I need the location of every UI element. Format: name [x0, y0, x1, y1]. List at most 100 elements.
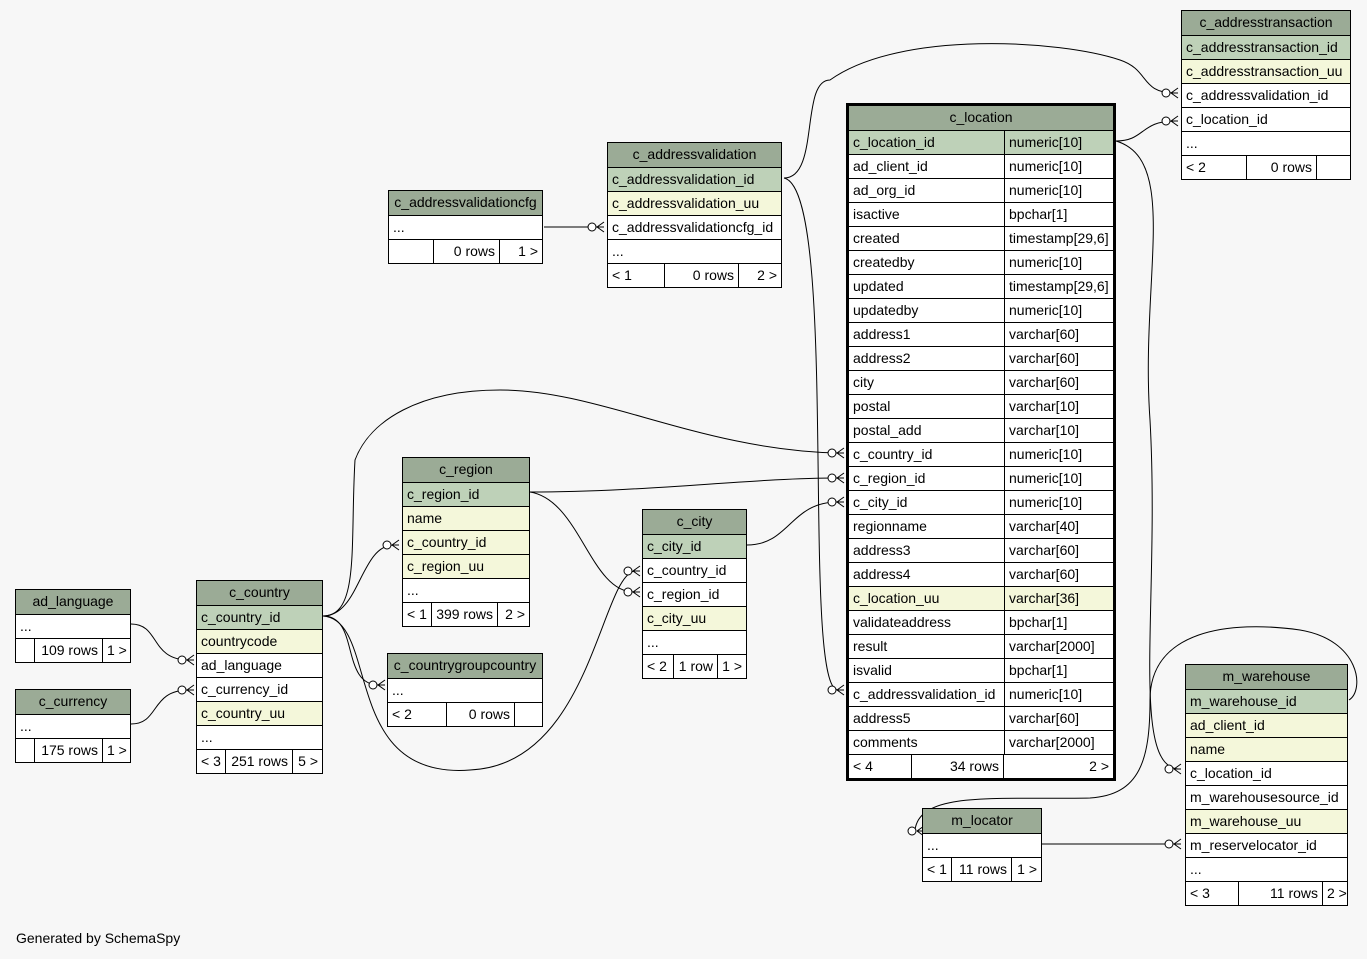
- more-columns-row[interactable]: ...: [16, 714, 130, 738]
- children-count[interactable]: [1316, 156, 1350, 179]
- table-header[interactable]: c_country: [197, 581, 322, 605]
- column-row[interactable]: c_region_id: [643, 582, 746, 606]
- column-row[interactable]: c_country_id: [403, 530, 529, 554]
- column-row[interactable]: c_country_uu: [197, 701, 322, 725]
- column-row[interactable]: m_warehouse_uu: [1186, 809, 1347, 833]
- children-count[interactable]: 1 >: [499, 240, 542, 263]
- column-row[interactable]: m_reservelocator_id: [1186, 833, 1347, 857]
- children-count[interactable]: 2 >: [1003, 755, 1113, 778]
- column-row[interactable]: c_addressvalidation_id: [608, 167, 781, 191]
- column-row[interactable]: m_warehouse_id: [1186, 689, 1347, 713]
- table-header[interactable]: c_location: [849, 106, 1113, 130]
- table-header[interactable]: c_countrygroupcountry: [388, 654, 542, 678]
- table-header[interactable]: m_locator: [923, 809, 1041, 833]
- children-count[interactable]: 2 >: [1322, 882, 1347, 905]
- table-header[interactable]: c_addresstransaction: [1182, 11, 1350, 35]
- column-row[interactable]: c_location_id: [1182, 107, 1350, 131]
- column-row[interactable]: c_country_id: [197, 605, 322, 629]
- more-columns-row[interactable]: ...: [389, 215, 542, 239]
- more-columns-row[interactable]: ...: [1182, 131, 1350, 155]
- column-row[interactable]: c_city_id: [643, 534, 746, 558]
- parents-count[interactable]: < 2: [1186, 159, 1206, 175]
- parents-count[interactable]: < 2: [647, 658, 667, 674]
- column-row[interactable]: c_addresstransaction_id: [1182, 35, 1350, 59]
- table-header[interactable]: c_currency: [16, 690, 130, 714]
- column-row[interactable]: ad_client_id: [1186, 713, 1347, 737]
- parents-count[interactable]: [389, 240, 433, 263]
- more-columns-row[interactable]: ...: [388, 678, 542, 702]
- parents-count[interactable]: [16, 739, 34, 762]
- column-row[interactable]: c_addressvalidationcfg_id: [608, 215, 781, 239]
- parents-count[interactable]: [16, 639, 34, 662]
- children-count[interactable]: 5 >: [292, 750, 322, 773]
- column-row[interactable]: countrycode: [197, 629, 322, 653]
- column-row[interactable]: c_region_id: [403, 482, 529, 506]
- parents-count[interactable]: < 1: [407, 606, 427, 622]
- more-columns-row[interactable]: ...: [923, 833, 1041, 857]
- column-row[interactable]: c_addressvalidation_id: [1182, 83, 1350, 107]
- more-columns-row[interactable]: ...: [403, 578, 529, 602]
- more-columns-row[interactable]: ...: [608, 239, 781, 263]
- parents-count[interactable]: < 4: [853, 758, 873, 774]
- column-row[interactable]: c_addresstransaction_uu: [1182, 59, 1350, 83]
- children-count[interactable]: 1 >: [102, 739, 130, 762]
- table-header[interactable]: c_region: [403, 458, 529, 482]
- column-row[interactable]: c_location_id: [1186, 761, 1347, 785]
- column-row[interactable]: c_addressvalidation_uu: [608, 191, 781, 215]
- more-columns-row[interactable]: ...: [1186, 857, 1347, 881]
- column-row[interactable]: m_warehousesource_id: [1186, 785, 1347, 809]
- parents-count[interactable]: < 3: [1190, 885, 1210, 901]
- more-columns-row[interactable]: ...: [16, 614, 130, 638]
- column-row[interactable]: c_country_id: [643, 558, 746, 582]
- table-header[interactable]: c_addressvalidation: [608, 143, 781, 167]
- children-count[interactable]: 1 >: [717, 655, 746, 678]
- column-row[interactable]: name: [1186, 737, 1347, 761]
- table-header[interactable]: m_warehouse: [1186, 665, 1347, 689]
- children-count[interactable]: 1 >: [102, 639, 130, 662]
- children-count[interactable]: 1 >: [1011, 858, 1041, 881]
- parents-count[interactable]: < 1: [927, 861, 947, 877]
- parents-count[interactable]: < 1: [612, 267, 632, 283]
- column-row[interactable]: ad_language: [197, 653, 322, 677]
- column-row[interactable]: c_city_uu: [643, 606, 746, 630]
- table-header[interactable]: ad_language: [16, 590, 130, 614]
- children-count[interactable]: [514, 703, 542, 726]
- table-header[interactable]: c_addressvalidationcfg: [389, 191, 542, 215]
